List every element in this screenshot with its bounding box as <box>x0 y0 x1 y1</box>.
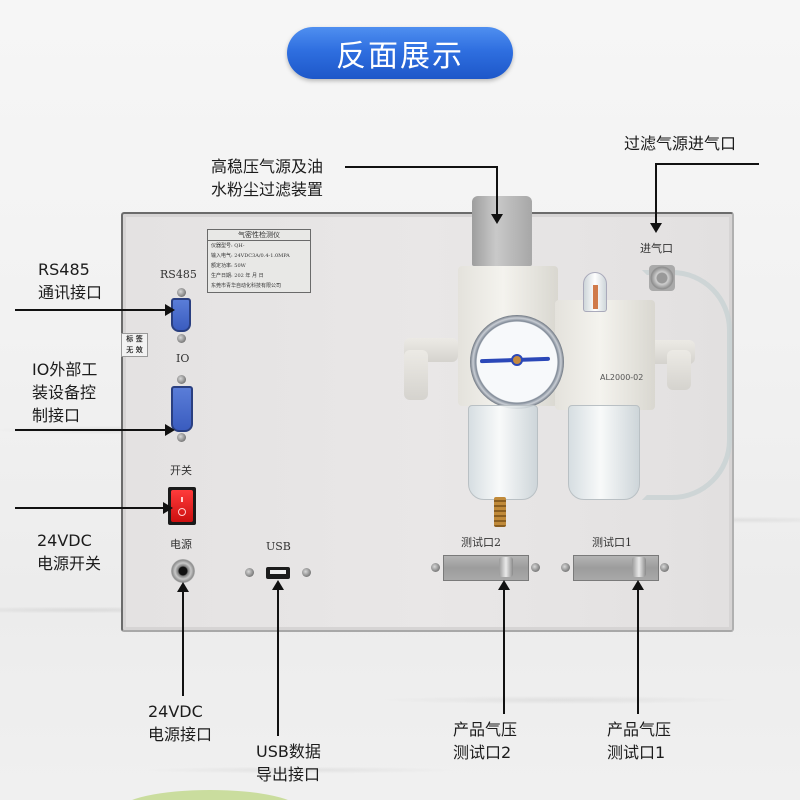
screw-icon <box>177 288 186 297</box>
annotation-usb: USB数据 导出接口 <box>256 740 321 786</box>
switch-panel-label: 开关 <box>170 464 192 477</box>
annotation-test-port-2: 产品气压 测试口2 <box>453 718 517 764</box>
pressure-adjust-knob[interactable] <box>472 196 532 266</box>
annotation-text: IO外部工 <box>32 360 98 379</box>
drain-valve <box>494 497 506 527</box>
nameplate-row: 东莞市青华自动化科技有限公司 <box>211 283 282 289</box>
leader-line <box>182 590 184 696</box>
annotation-filtered-inlet: 过滤气源进气口 <box>624 132 736 155</box>
test-port-2-plate <box>443 555 529 581</box>
sticker-text: 无 效 <box>126 346 143 354</box>
air-inlet-port[interactable] <box>649 265 675 291</box>
test-port-1-fitting[interactable] <box>632 557 646 577</box>
annotation-text: 装设备控 <box>32 383 97 402</box>
arrow-icon <box>491 214 503 224</box>
oil-sight-glass <box>583 272 607 312</box>
lubricator-body <box>555 300 655 410</box>
usb-port[interactable] <box>266 567 290 579</box>
decorative-plant <box>120 790 300 800</box>
arrow-icon <box>163 502 173 514</box>
annotation-test-port-1: 产品气压 测试口1 <box>607 718 671 764</box>
annotation-io: IO外部工 装设备控 制接口 <box>32 358 97 427</box>
annotation-text: 24VDC <box>148 702 203 721</box>
annotation-text: 电源开关 <box>37 554 102 573</box>
leader-line <box>345 166 497 168</box>
arrow-icon <box>177 582 189 592</box>
annotation-text: 产品气压 <box>453 720 518 739</box>
annotation-text: USB数据 <box>256 742 321 761</box>
nameplate-row: 额定功率: 50W <box>211 263 246 269</box>
right-elbow-fitting <box>667 350 691 390</box>
screw-icon <box>177 334 186 343</box>
io-port[interactable] <box>171 386 193 432</box>
inlet-panel-label: 进气口 <box>640 242 673 255</box>
test-port-2-panel-label: 测试口2 <box>461 536 501 549</box>
power-panel-label: 电源 <box>170 538 192 551</box>
annotation-power-switch: 24VDC 电源开关 <box>37 529 101 575</box>
leader-line <box>503 588 505 714</box>
annotation-text: 高稳压气源及油 <box>211 157 324 176</box>
rs485-panel-label: RS485 <box>160 268 197 281</box>
annotation-text: 通讯接口 <box>38 283 103 302</box>
annotation-text: 过滤气源进气口 <box>624 134 737 153</box>
leader-line <box>15 507 167 509</box>
leader-line <box>15 309 167 311</box>
leader-line <box>655 163 657 225</box>
arrow-icon <box>165 304 175 316</box>
nameplate-row: 仪器型号: QH- <box>211 243 245 249</box>
arrow-icon <box>632 580 644 590</box>
power-rocker-icon <box>171 490 193 522</box>
arrow-icon <box>272 580 284 590</box>
test-port-1-plate <box>573 555 659 581</box>
annotation-text: 测试口2 <box>453 743 512 762</box>
gauge-hub <box>511 354 523 366</box>
arrow-icon <box>498 580 510 590</box>
leader-line <box>637 588 639 714</box>
annotation-text: 电源接口 <box>148 725 213 744</box>
annotation-rs485: RS485 通讯接口 <box>38 258 102 304</box>
test-port-2-fitting[interactable] <box>499 557 513 577</box>
annotation-text: 测试口1 <box>607 743 666 762</box>
screw-icon <box>245 568 254 577</box>
leader-line <box>15 429 167 431</box>
screw-icon <box>531 563 540 572</box>
left-elbow-fitting <box>404 350 428 400</box>
void-sticker: 标 签 无 效 <box>121 333 148 357</box>
nameplate-row: 输入电气: 24VDC3A/0.4-1.0MPA <box>211 253 290 259</box>
sticker-text: 标 签 <box>126 335 143 343</box>
leader-line <box>277 588 279 736</box>
screw-icon <box>302 568 311 577</box>
nameplate-row: 生产日期: 202 年 月 日 <box>211 273 264 279</box>
leader-line <box>655 163 759 165</box>
annotation-power-jack: 24VDC 电源接口 <box>148 700 212 746</box>
test-port-1-panel-label: 测试口1 <box>592 536 632 549</box>
page-title: 反面展示 <box>287 27 513 79</box>
usb-panel-label: USB <box>266 540 291 553</box>
annotation-text: 制接口 <box>32 406 81 425</box>
nameplate: 气密性检测仪 仪器型号: QH- 输入电气: 24VDC3A/0.4-1.0MP… <box>207 229 311 293</box>
annotation-text: 导出接口 <box>256 765 321 784</box>
air-tube <box>642 270 732 500</box>
arrow-icon <box>165 424 175 436</box>
leader-line <box>496 166 498 216</box>
annotation-text: 水粉尘过滤装置 <box>211 180 324 199</box>
regulator-model-label: AL2000-02 <box>600 373 644 382</box>
screw-icon <box>177 433 186 442</box>
screw-icon <box>561 563 570 572</box>
dc-power-jack[interactable] <box>171 559 195 583</box>
annotation-text: 产品气压 <box>607 720 672 739</box>
arrow-icon <box>650 223 662 233</box>
lubricator-bowl <box>568 405 640 500</box>
nameplate-title: 气密性检测仪 <box>208 230 310 241</box>
filter-bowl <box>468 405 538 500</box>
io-panel-label: IO <box>176 352 190 365</box>
screw-icon <box>177 375 186 384</box>
screw-icon <box>660 563 669 572</box>
annotation-text: 24VDC <box>37 531 92 550</box>
annotation-regulator: 高稳压气源及油 水粉尘过滤装置 <box>211 155 323 201</box>
screw-icon <box>431 563 440 572</box>
annotation-text: RS485 <box>38 260 90 279</box>
